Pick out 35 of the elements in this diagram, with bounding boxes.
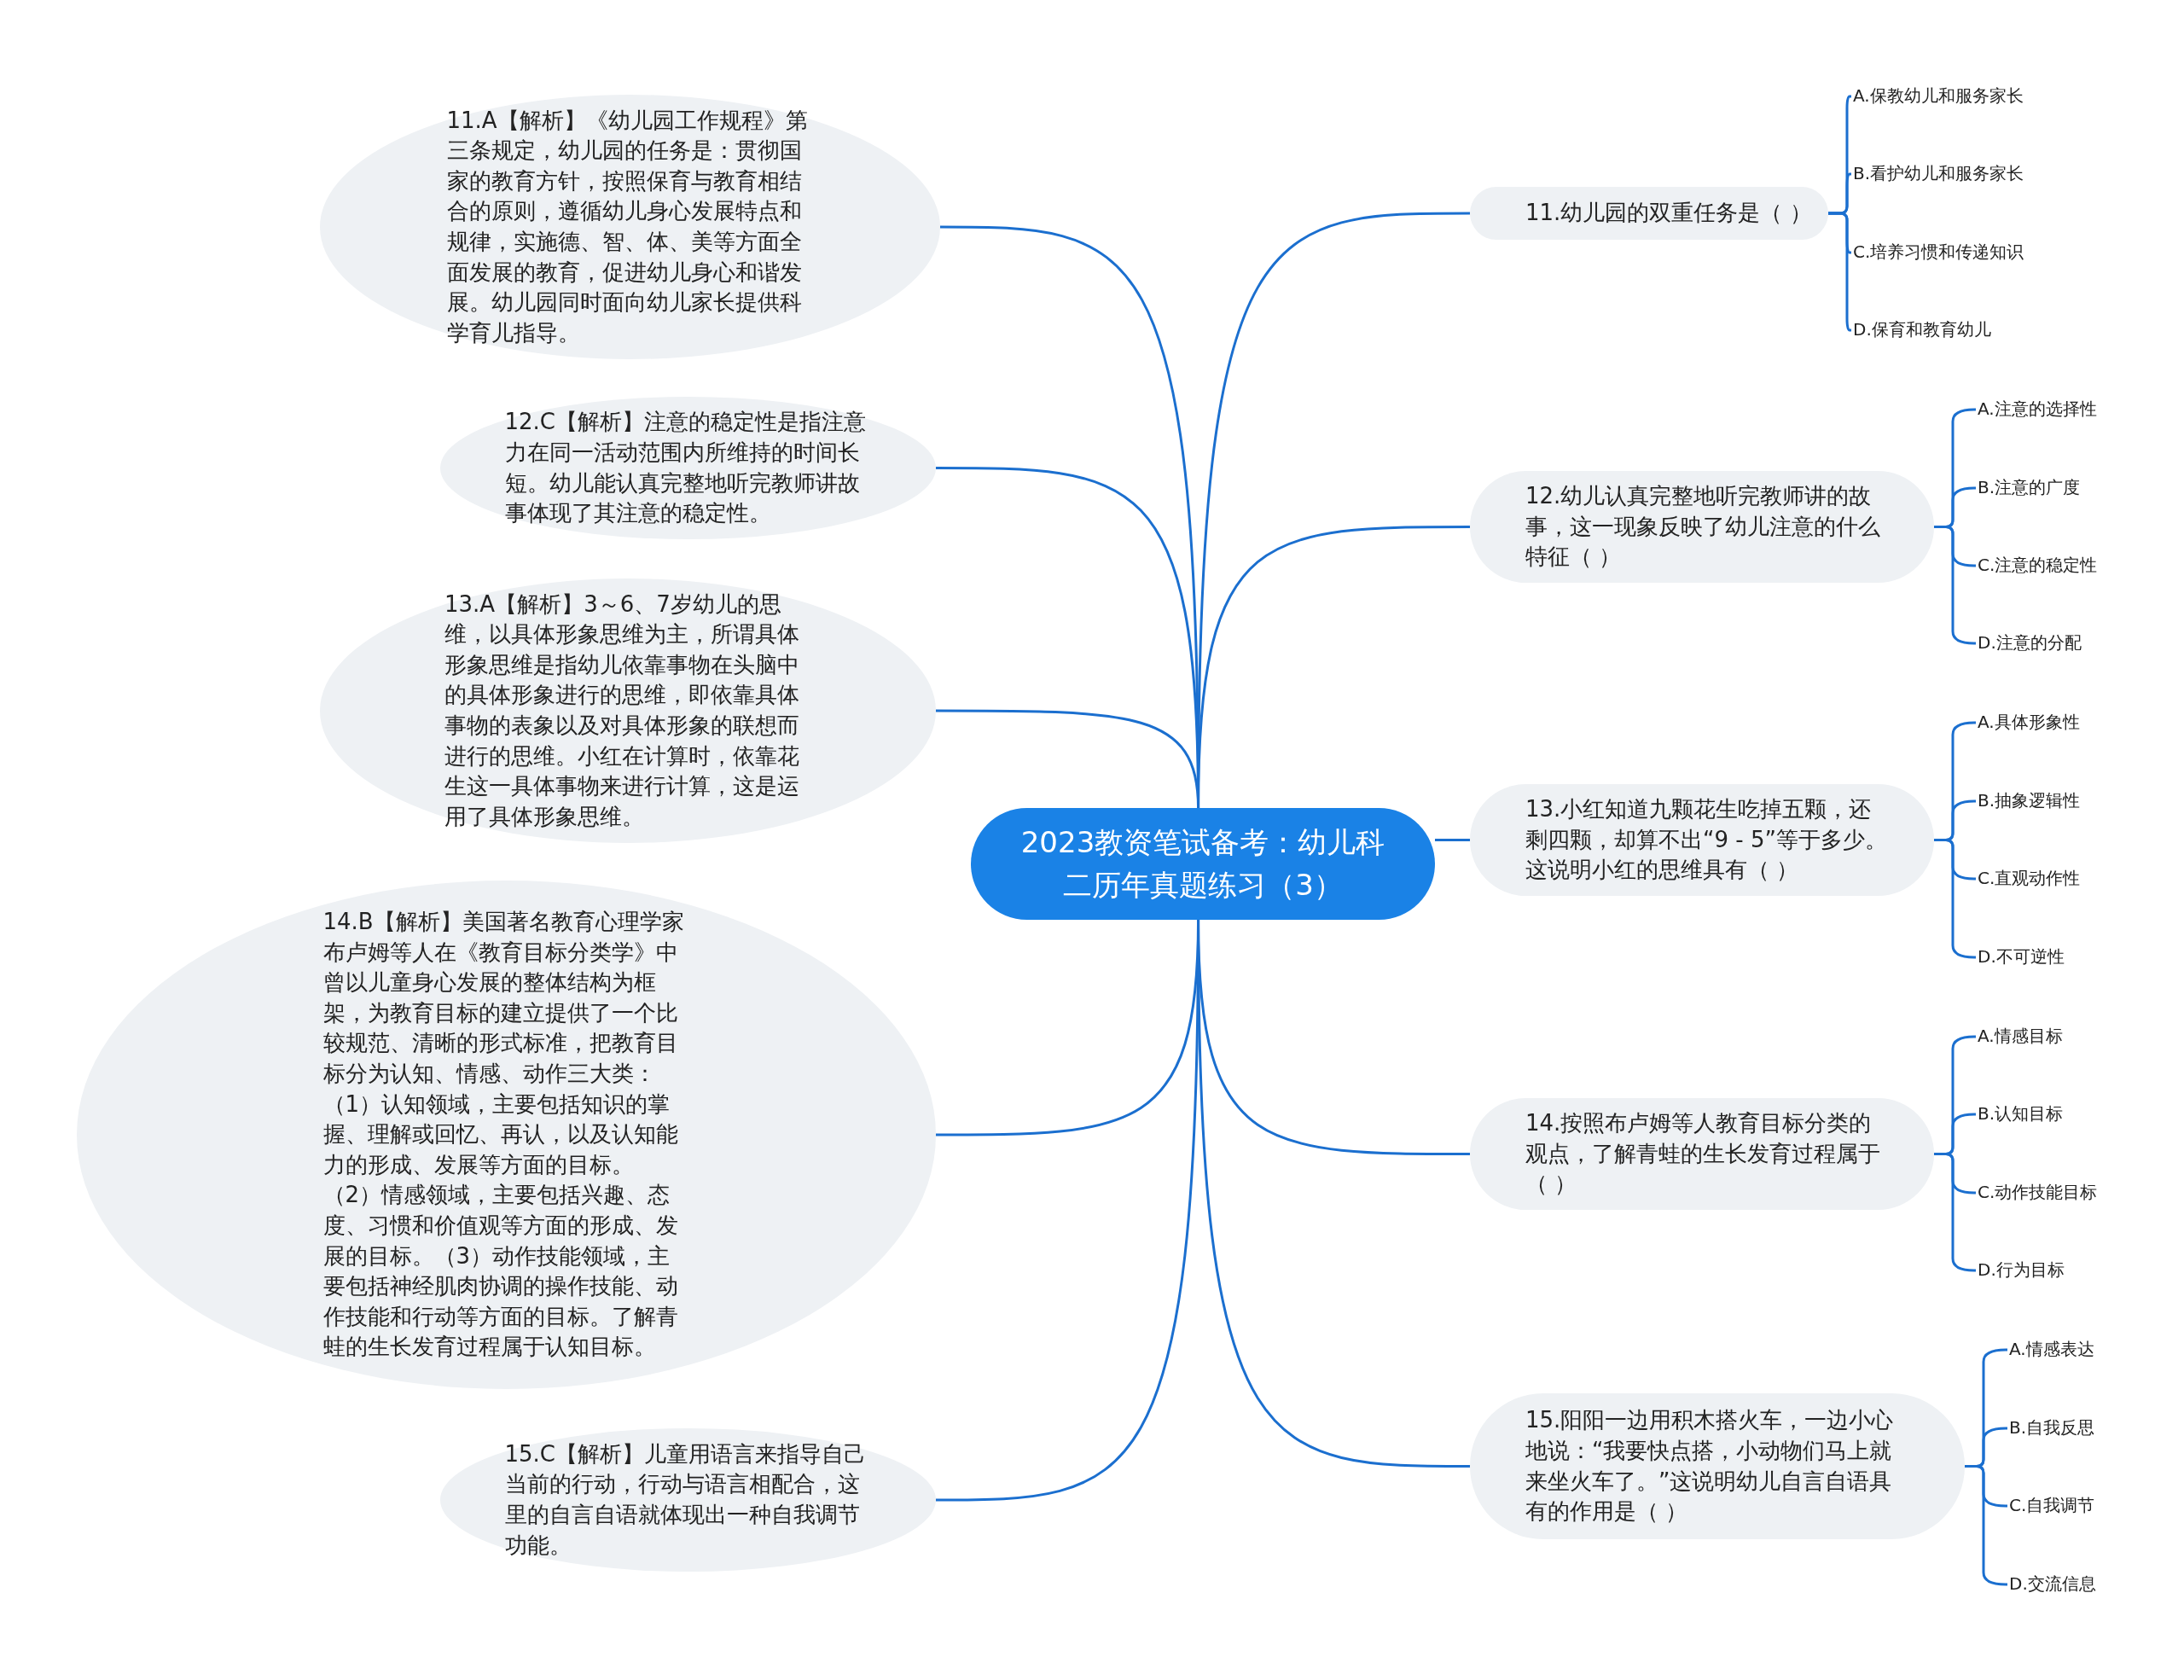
option-text: B.注意的广度	[1978, 476, 2081, 500]
connector-line	[1828, 212, 1852, 332]
answer-text: 11.A【解析】《幼儿园工作规程》第三条规定，幼儿园的任务是：贯彻国家的教育方针，按照保育与教育相结合的原则，遵循幼儿身心发展特点和规律，实施德、智、体、美等方面全面发展的教育，促进幼儿身心和谐发展。幼儿园同时面向幼儿家长提供科学育儿指导。	[446, 106, 809, 347]
question-text: 14.按照布卢姆等人教育目标分类的观点，了解青蛙的生长发育过程属于（ ）	[1525, 1109, 1881, 1199]
question-text: 11.幼儿园的双重任务是（ ）	[1525, 199, 1813, 228]
option-text: C.动作技能目标	[1978, 1181, 2098, 1205]
option-text: D.注意的分配	[1978, 631, 2082, 655]
connector-line	[1435, 839, 1470, 841]
option-text: B.抽象逻辑性	[1978, 789, 2081, 813]
option-text: B.看护幼儿和服务家长	[1853, 162, 2024, 186]
option-text: A.情感表达	[2009, 1338, 2094, 1362]
option-text: D.行为目标	[1978, 1259, 2065, 1282]
answer-text: 12.C【解析】注意的稳定性是指注意力在同一活动范围内所维持的时间长短。幼儿能认真完整地听完教师讲故事体现了其注意的稳定性。	[504, 408, 867, 528]
option-text: D.保育和教育幼儿	[1853, 318, 1991, 342]
connector-line	[1197, 920, 1470, 1468]
option-text: C.自我调节	[2009, 1494, 2095, 1518]
answer-text: 13.A【解析】3～6、7岁幼儿的思维，以具体形象思维为主，所谓具体形象思维是指幼儿依靠事物在头脑中的具体形象进行的思维，即依靠具体事物的表象以及对具体形象的联想而进行的思维。小红在计算时，依靠花生这一具体事物来进行计算，这是运用了具体形象思维。	[444, 590, 800, 831]
topic-text: 2023教资笔试备考：幼儿科二历年真题练习（3）	[1019, 824, 1386, 904]
answer-text: 14.B【解析】美国著名教育心理学家布卢姆等人在《教育目标分类学》中曾以儿童身心发展的整体结构为框架，为教育目标的建立提供了一个比较规范、清晰的形式标准，把教育目标分为认知、情感、动作三大类：（1）认知领域，主要包括知识的掌握、理解或回忆、再认，以及认知能力的形成、发展等方面的目标。（2）情感领域，主要包括兴趣、态度、习惯和价值观等方面的形成、发展的目标。（3）动作技能领域，主要包括神经肌肉协调的操作技能、动作技能和行动等方面的目标。了解青蛙的生长发育过程属于认知目标。	[322, 907, 685, 1362]
option-text: A.情感目标	[1978, 1025, 2063, 1049]
question-text: 13.小红知道九颗花生吃掉五颗，还剩四颗，却算不出“9 - 5”等于多少。这说明小红的思维具有（ ）	[1525, 795, 1888, 885]
option-text: A.注意的选择性	[1978, 398, 2097, 421]
option-text: D.交流信息	[2009, 1572, 2096, 1596]
option-text: A.保教幼儿和服务家长	[1853, 84, 2024, 108]
option-text: D.不可逆性	[1978, 945, 2065, 969]
option-text: C.培养习惯和传递知识	[1853, 241, 2024, 264]
option-text: B.认知目标	[1978, 1102, 2064, 1126]
option-text: B.自我反思	[2009, 1416, 2095, 1440]
option-text: C.直观动作性	[1978, 867, 2081, 891]
option-text: C.注意的稳定性	[1978, 554, 2098, 578]
question-text: 15.阳阳一边用积木搭火车，一边小心地说：“我要快点搭，小动物们马上就来坐火车了。”这说明幼儿自言自语具有的作用是（ ）	[1525, 1406, 1895, 1526]
option-text: A.具体形象性	[1978, 711, 2080, 735]
question-text: 12.幼儿认真完整地听完教师讲的故事，这一现象反映了幼儿注意的什么特征（ ）	[1525, 482, 1881, 572]
connector-line	[1197, 526, 1470, 809]
answer-text: 15.C【解析】儿童用语言来指导自己当前的行动，行动与语言相配合，这里的自言自语就体现出一种自我调节功能。	[504, 1439, 867, 1560]
